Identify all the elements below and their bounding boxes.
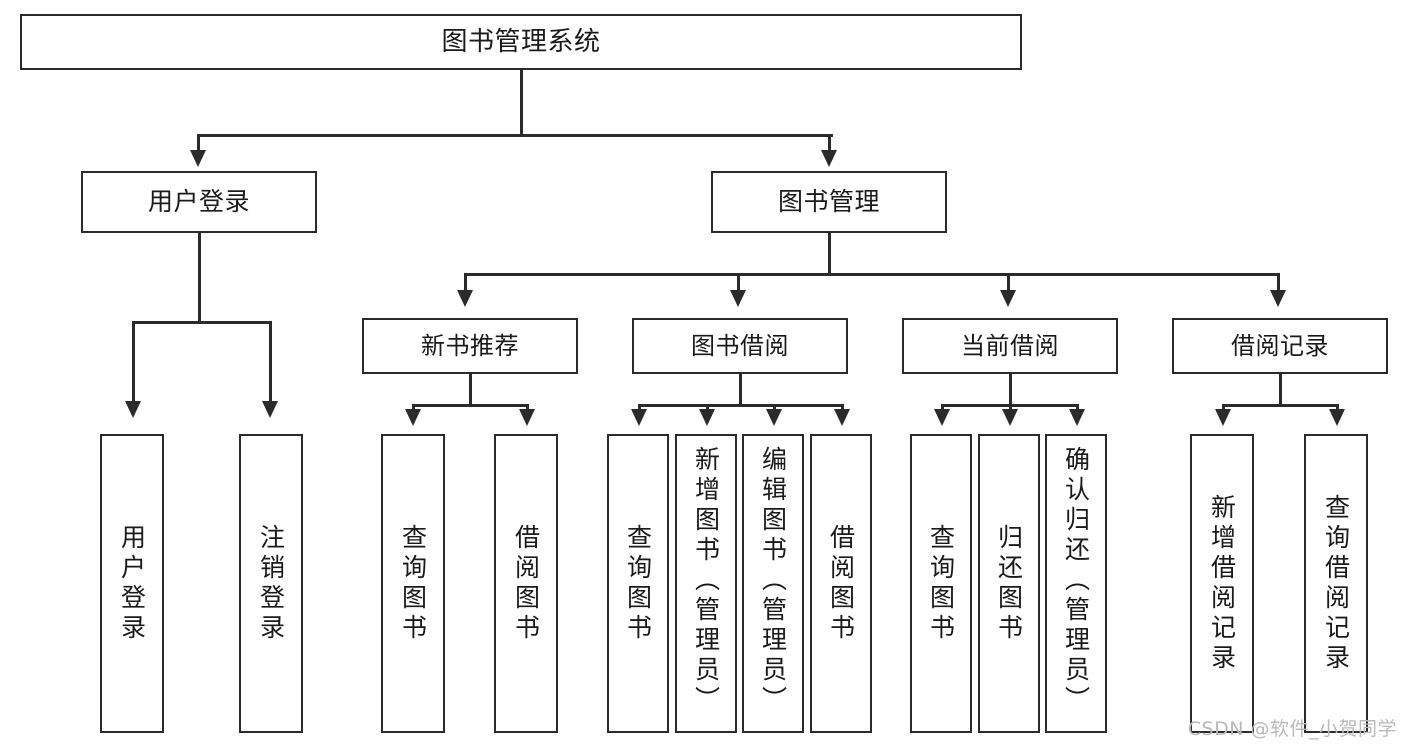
node-label: 借阅记录 [1231, 331, 1329, 360]
arrowhead-newbook-1 [405, 409, 421, 426]
connector-bookborrow-bus [638, 404, 844, 407]
connector-bookmgmt-stem [828, 233, 831, 275]
connector-borrowrec-bus [1222, 404, 1338, 407]
connector-userlogin-drop-1 [132, 321, 135, 408]
node-label: 归还图书 [994, 523, 1024, 644]
node-new-book-recommendation[interactable]: 新书推荐 [362, 318, 578, 374]
connector-root-drop-2 [828, 134, 831, 156]
connector-bookmgmt-drop-1 [464, 273, 467, 297]
leaf-add-borrow-record[interactable]: 新增借阅记录 [1190, 434, 1254, 733]
arrowhead-bookmgmt-3 [1000, 290, 1016, 307]
arrowhead-bookborrow-4 [834, 409, 850, 426]
node-label: 新增图书（管理员） [691, 446, 721, 716]
connector-userlogin-drop-2 [269, 321, 272, 408]
leaf-query-book-current[interactable]: 查询图书 [910, 434, 972, 733]
node-label: 用户登录 [147, 187, 250, 217]
node-borrow-records[interactable]: 借阅记录 [1172, 318, 1388, 374]
connector-root-drop-1 [197, 134, 200, 156]
arrowhead-root-1 [190, 150, 206, 167]
arrowhead-bookmgmt-4 [1270, 290, 1286, 307]
leaf-query-book-borrow[interactable]: 查询图书 [607, 434, 669, 733]
connector-bookmgmt-bus [464, 273, 1277, 276]
leaf-logout[interactable]: 注销登录 [239, 434, 303, 733]
node-user-login[interactable]: 用户登录 [81, 171, 317, 233]
node-label: 注销登录 [256, 523, 286, 644]
node-label: 确认归还（管理员） [1061, 446, 1091, 716]
connector-newbook-stem [469, 374, 472, 406]
arrowhead-bookmgmt-2 [730, 290, 746, 307]
leaf-edit-book-admin[interactable]: 编辑图书（管理员） [742, 434, 804, 733]
node-label: 图书管理 [777, 187, 880, 217]
connector-userlogin-bus [132, 321, 269, 324]
connector-bookmgmt-drop-2 [737, 273, 740, 297]
node-root-library-management-system[interactable]: 图书管理系统 [20, 14, 1022, 70]
node-label: 查询图书 [398, 523, 428, 644]
connector-root-stem [520, 70, 523, 136]
node-label: 借阅图书 [826, 523, 856, 644]
leaf-query-borrow-record[interactable]: 查询借阅记录 [1304, 434, 1368, 733]
arrowhead-userlogin-1 [125, 401, 141, 418]
leaf-confirm-return-admin[interactable]: 确认归还（管理员） [1045, 434, 1107, 733]
node-label: 查询图书 [623, 523, 653, 644]
node-book-management[interactable]: 图书管理 [711, 171, 947, 233]
node-label: 当前借阅 [961, 331, 1059, 360]
node-label: 新书推荐 [421, 331, 519, 360]
node-current-borrow[interactable]: 当前借阅 [902, 318, 1118, 374]
node-label: 查询图书 [926, 523, 956, 644]
connector-currentborrow-stem [1009, 374, 1012, 406]
connector-borrowrec-stem [1279, 374, 1282, 406]
arrowhead-userlogin-2 [262, 401, 278, 418]
leaf-add-book-admin[interactable]: 新增图书（管理员） [675, 434, 737, 733]
node-label: 用户登录 [117, 523, 147, 644]
node-label: 编辑图书（管理员） [758, 446, 788, 716]
node-book-borrow[interactable]: 图书借阅 [632, 318, 848, 374]
arrowhead-root-2 [821, 150, 837, 167]
connector-bookmgmt-drop-4 [1277, 273, 1280, 297]
connector-userlogin-stem [198, 233, 201, 323]
leaf-return-book[interactable]: 归还图书 [978, 434, 1040, 733]
leaf-user-login[interactable]: 用户登录 [100, 434, 164, 733]
arrowhead-borrowrec-2 [1329, 409, 1345, 426]
arrowhead-newbook-2 [519, 409, 535, 426]
leaf-query-book-recommend[interactable]: 查询图书 [381, 434, 445, 733]
arrowhead-currentborrow-2 [1002, 409, 1018, 426]
arrowhead-bookborrow-3 [766, 409, 782, 426]
node-label: 图书管理系统 [441, 26, 601, 57]
arrowhead-bookmgmt-1 [457, 290, 473, 307]
connector-bookborrow-stem [739, 374, 742, 406]
connector-newbook-bus [412, 404, 528, 407]
node-label: 图书借阅 [691, 331, 789, 360]
connector-root-bus [197, 134, 833, 137]
arrowhead-currentborrow-1 [934, 409, 950, 426]
leaf-borrow-book[interactable]: 借阅图书 [810, 434, 872, 733]
arrowhead-bookborrow-2 [699, 409, 715, 426]
arrowhead-borrowrec-1 [1215, 409, 1231, 426]
leaf-borrow-book-recommend[interactable]: 借阅图书 [494, 434, 558, 733]
node-label: 查询借阅记录 [1321, 493, 1351, 674]
node-label: 借阅图书 [511, 523, 541, 644]
connector-bookmgmt-drop-3 [1007, 273, 1010, 297]
arrowhead-bookborrow-1 [631, 409, 647, 426]
node-label: 新增借阅记录 [1207, 493, 1237, 674]
arrowhead-currentborrow-3 [1069, 409, 1085, 426]
